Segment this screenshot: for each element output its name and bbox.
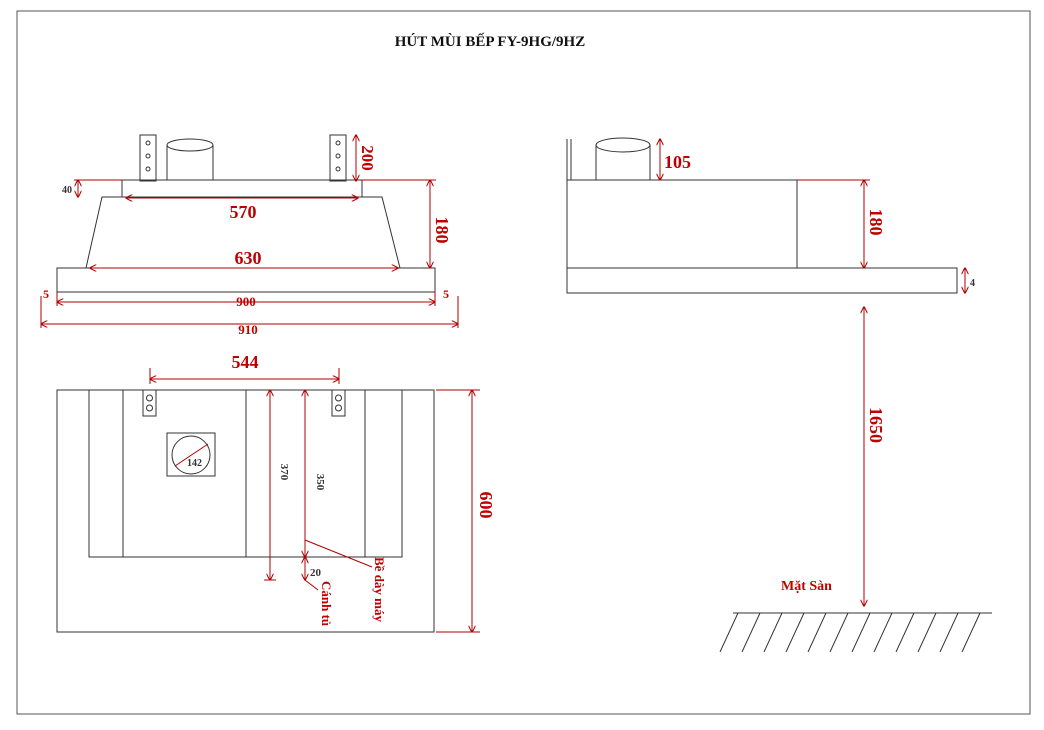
floor-hatching xyxy=(719,612,981,653)
page-frame xyxy=(16,10,1031,715)
dim-1650: 1650 xyxy=(866,407,886,443)
pipe-opening xyxy=(166,432,216,477)
dim-4: 4 xyxy=(970,278,975,289)
front-view: 200 40 570 180 630 900 5 5 xyxy=(41,135,458,337)
dim-910: 910 xyxy=(238,322,258,337)
bottom-plate xyxy=(56,267,436,293)
side-plate xyxy=(566,267,958,294)
dim-544: 544 xyxy=(232,352,259,372)
exhaust-pipe xyxy=(166,145,214,181)
side-body xyxy=(566,179,798,269)
side-view: 105 180 4 1650 Mặt Sàn xyxy=(566,137,992,653)
label-machine-face: Bề dày máy xyxy=(372,557,387,623)
dim-630: 630 xyxy=(235,248,262,268)
top-left-bracket xyxy=(142,389,157,417)
dim-350: 350 xyxy=(314,474,326,491)
dim-40: 40 xyxy=(62,185,72,196)
dim-370: 370 xyxy=(278,464,290,481)
right-bracket xyxy=(329,134,347,182)
top-view: 142 544 370 350 20 Bề dày máy Cánh tủ xyxy=(56,352,496,632)
floor-label: Mặt Sàn xyxy=(781,579,832,594)
top-housing xyxy=(121,179,363,198)
dim-142: 142 xyxy=(187,458,202,469)
dim-5-left: 5 xyxy=(43,287,49,301)
top-right-bracket xyxy=(331,389,346,417)
dim-20: 20 xyxy=(310,567,322,579)
dim-900: 900 xyxy=(236,294,256,309)
dim-200: 200 xyxy=(358,145,377,171)
dim-180-side: 180 xyxy=(866,209,886,236)
dim-105: 105 xyxy=(664,152,691,172)
dim-600: 600 xyxy=(476,492,496,519)
label-cabinet-door: Cánh tủ xyxy=(319,581,334,626)
dim-180-front: 180 xyxy=(432,217,452,244)
left-bracket xyxy=(139,134,157,182)
dim-570: 570 xyxy=(230,202,257,222)
drawing-title: HÚT MÙI BẾP FY-9HG/9HZ xyxy=(394,34,586,50)
dim-5-right: 5 xyxy=(443,287,449,301)
